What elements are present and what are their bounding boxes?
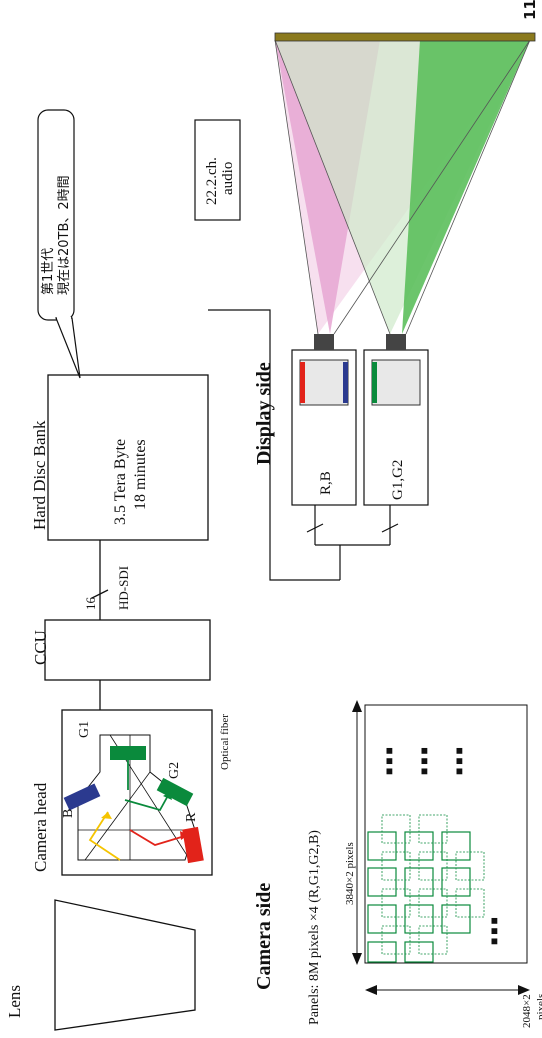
hd-sdi-label: HD-SDI xyxy=(116,566,131,610)
hard-disc-bank-box xyxy=(47,374,209,541)
panel-outline xyxy=(364,704,528,964)
generation-callout xyxy=(37,109,81,379)
camera-head-label: Camera head xyxy=(31,782,50,872)
audio-line-1: 22.2.ch. xyxy=(204,157,220,205)
height-pixels-line-1: 2048×2 xyxy=(521,994,533,1028)
projection-screen xyxy=(274,32,536,42)
display-side-label: Display side xyxy=(253,362,275,465)
pixel-grid xyxy=(367,814,485,963)
display-feed-line xyxy=(208,309,340,581)
g-tick xyxy=(381,523,399,533)
panels-label: Panels: 8M pixels ×4 (R,G1,G2,B) xyxy=(307,830,322,1025)
camera-side-label: Camera side xyxy=(253,883,275,990)
projector-g xyxy=(363,334,429,506)
ellipsis-2: ■ ■ ■ xyxy=(417,747,431,775)
callout-line-2: 現在は20TB、2時間 xyxy=(57,175,72,295)
ellipsis-3: ■ ■ ■ xyxy=(452,747,466,775)
ccu-label: CCU xyxy=(31,630,50,665)
audio-line-2: audio xyxy=(220,162,236,195)
lens xyxy=(54,899,196,1031)
callout-line-1: 第1世代 xyxy=(41,248,56,295)
storage-time: 18 minutes xyxy=(132,439,149,510)
audio-box xyxy=(194,119,241,221)
projection-beams xyxy=(274,39,531,335)
rb-tick xyxy=(306,523,324,533)
ellipsis-4: ■ ■ ■ xyxy=(487,917,501,945)
hard-disc-bank-label: Hard Disc Bank xyxy=(30,420,49,530)
ellipsis-1: ■ ■ ■ xyxy=(382,747,396,775)
height-dimension-arrow xyxy=(365,985,530,995)
hd-sdi-tick xyxy=(91,589,109,599)
projector-rb xyxy=(291,334,357,506)
lens-label: Lens xyxy=(5,985,24,1018)
prism-label-b: B xyxy=(61,809,76,818)
slide-number: 11 xyxy=(521,0,539,20)
prism-label-g1: G1 xyxy=(77,721,92,738)
projector-rb-label: R,B xyxy=(318,471,334,495)
storage-size: 3.5 Tera Byte xyxy=(112,439,129,525)
prism-label-g2: G2 xyxy=(167,762,182,779)
projector-g-label: G1,G2 xyxy=(390,460,406,500)
optical-fiber-label: Optical fiber xyxy=(219,714,231,770)
height-pixels-line-2: pixels xyxy=(535,994,542,1020)
width-dimension-arrow xyxy=(352,700,362,965)
ccu-box xyxy=(44,619,211,681)
prism-label-r: R xyxy=(184,812,199,822)
width-pixels-label: 3840×2 pixels xyxy=(344,842,356,905)
camera-head xyxy=(61,709,213,876)
link-count: 16 xyxy=(83,597,98,611)
